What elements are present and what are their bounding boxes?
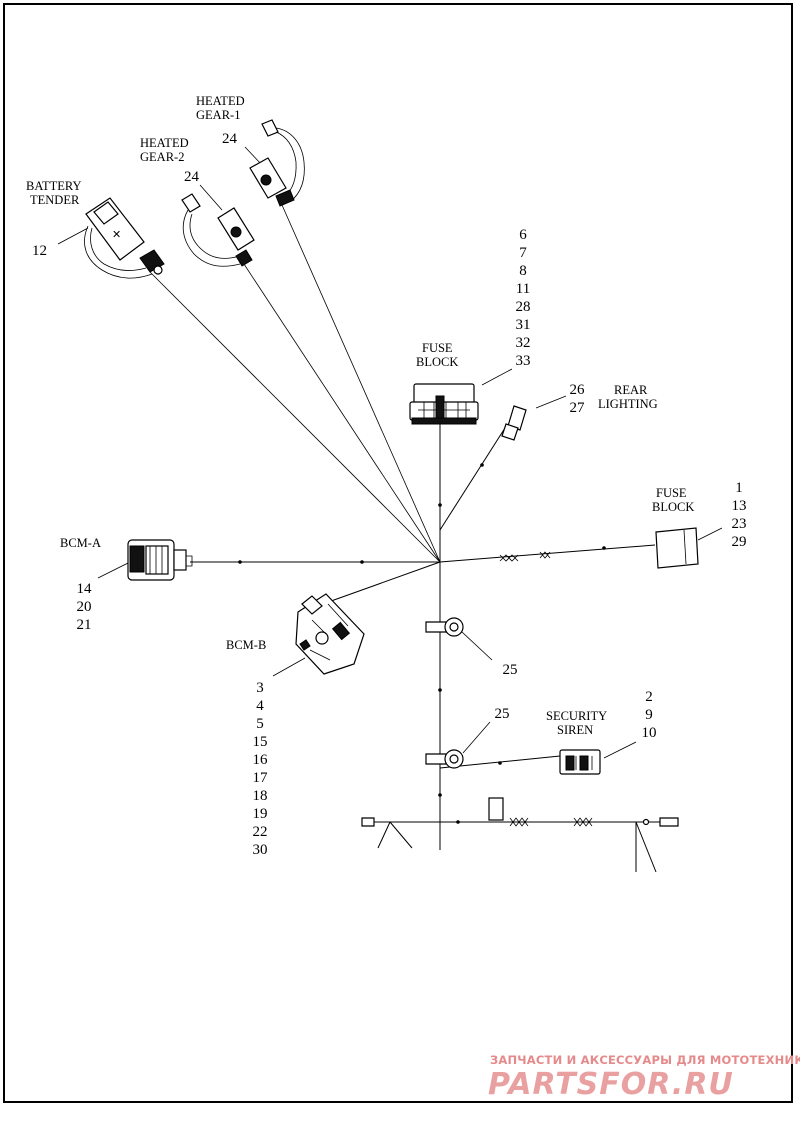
clip-lower [425,749,464,769]
callout-fuse-block-aux: 13 [732,498,747,514]
callout-heated-gear-1: 24 [222,131,238,147]
callout-fuse-block-main: 8 [519,263,527,279]
component-labels: HEATED GEAR-1 HEATED GEAR-2 BATTERY TEND… [26,94,694,737]
battery-tender-label-line2: TENDER [30,193,80,207]
security-siren-connector [559,749,601,775]
callout-bcm-b: 4 [256,698,264,714]
heated-gear-1-label-line2: GEAR-1 [196,108,240,122]
callout-bcm-a: 14 [77,581,93,597]
callout-security-siren: 2 [645,689,653,705]
callout-bcm-b: 16 [253,752,269,768]
callout-fuse-block-aux: 1 [735,480,743,496]
fuse-block-aux [655,527,699,569]
harness-wires [149,204,679,873]
bcm-a-label: BCM-A [60,536,101,550]
callout-battery-tender: 12 [32,243,47,259]
callout-bcm-b: 22 [253,824,268,840]
fuse-block-aux-label-line1: FUSE [656,486,687,500]
callout-fuse-block-main: 31 [516,317,531,333]
svg-text:✕: ✕ [112,229,121,241]
rear-lighting-connector [501,405,527,441]
callout-security-siren: 9 [645,707,653,723]
callout-numbers: 24 24 12 6 7 8 11 28 31 32 33 26 27 1 13… [32,131,747,858]
callout-fuse-block-main: 7 [519,245,527,261]
callout-bcm-b: 15 [253,734,268,750]
callout-fuse-block-aux: 23 [732,516,747,532]
clip-upper [425,617,464,637]
battery-tender-connector: ✕ [84,197,165,279]
callout-fuse-block-main: 32 [516,335,531,351]
callout-heated-gear-2: 24 [184,169,200,185]
fuse-block-main [409,383,479,425]
rear-lighting-label-line2: LIGHTING [598,397,658,411]
rear-lighting-label-line1: REAR [614,383,648,397]
fuse-block-main-label-line2: BLOCK [416,355,458,369]
callout-bcm-a: 21 [77,617,92,633]
watermark-tagline: ЗАПЧАСТИ И АКСЕССУАРЫ ДЛЯ МОТОТЕХНИКИ [490,1053,800,1067]
callout-rear-lighting: 26 [570,382,586,398]
battery-tender-label-line1: BATTERY [26,179,82,193]
callout-bcm-b: 5 [256,716,264,732]
heated-gear-2-connector [181,193,255,267]
callout-bcm-b: 18 [253,788,268,804]
leader-lines [57,146,723,759]
fuse-block-main-label-line1: FUSE [422,341,453,355]
heated-gear-1-connector [249,119,305,207]
callout-bcm-b: 3 [256,680,264,696]
fuse-block-aux-label-line2: BLOCK [652,500,694,514]
callout-bcm-b: 17 [253,770,269,786]
security-siren-label-line1: SECURITY [546,709,607,723]
callout-fuse-block-main: 33 [516,353,531,369]
heated-gear-2-label-line1: HEATED [140,136,189,150]
heated-gear-1-label-line1: HEATED [196,94,245,108]
bcm-a-connector [127,539,193,581]
callout-clip-lower: 25 [495,706,510,722]
callout-fuse-block-aux: 29 [732,534,747,550]
bcm-b-label: BCM-B [226,638,266,652]
callout-bcm-a: 20 [77,599,92,615]
callout-bcm-b: 30 [253,842,268,858]
callout-security-siren: 10 [642,725,657,741]
callout-clip-upper: 25 [503,662,518,678]
callout-fuse-block-main: 28 [516,299,531,315]
callout-bcm-b: 19 [253,806,268,822]
bcm-b-connector [295,593,365,675]
security-siren-label-line2: SIREN [557,723,593,737]
heated-gear-2-label-line2: GEAR-2 [140,150,184,164]
callout-fuse-block-main: 6 [519,227,527,243]
callout-rear-lighting: 27 [570,400,586,416]
watermark-brand: PARTSFOR.RU [488,1067,734,1102]
callout-fuse-block-main: 11 [516,281,530,297]
watermark: ЗАПЧАСТИ И АКСЕССУАРЫ ДЛЯ МОТОТЕХНИКИ PA… [488,1053,800,1102]
